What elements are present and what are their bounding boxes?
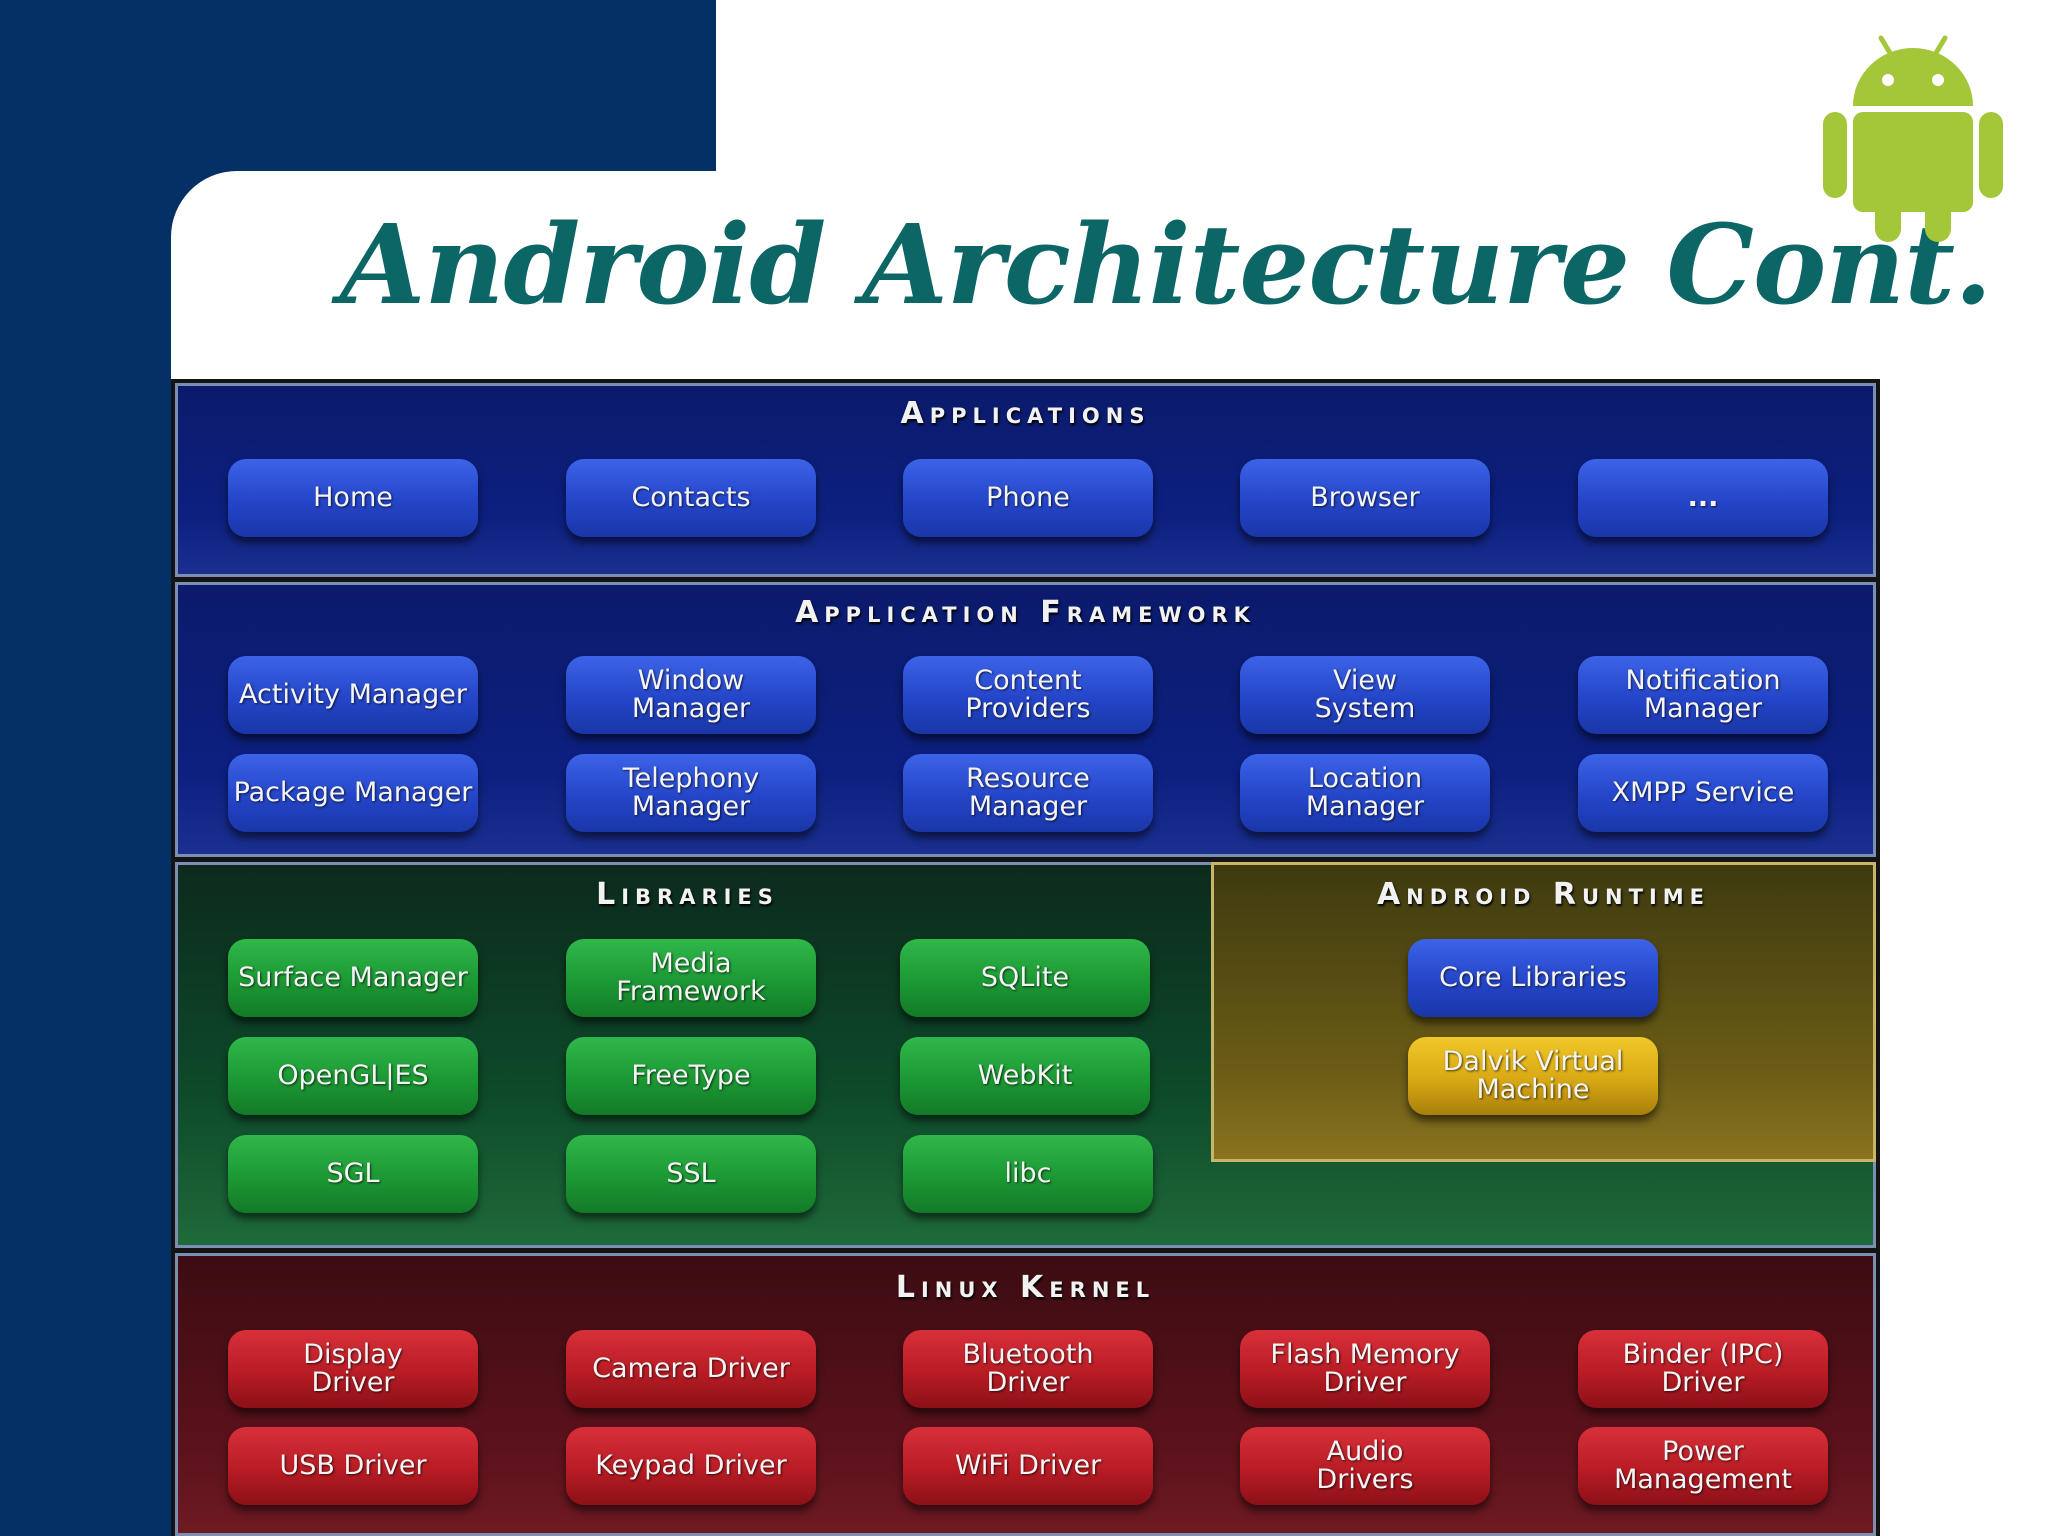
slide-title: Android Architecture Cont.	[340, 200, 1992, 329]
app-phone-box: Phone	[903, 459, 1153, 537]
libc-box: libc	[903, 1135, 1153, 1213]
window-manager-box: Window Manager	[566, 656, 816, 734]
media-framework-box: Media Framework	[566, 939, 816, 1017]
surface-manager-box: Surface Manager	[228, 939, 478, 1017]
core-libraries-box: Core Libraries	[1408, 939, 1658, 1017]
background-navy-strip	[0, 0, 171, 1536]
keypad-driver-box: Keypad Driver	[566, 1427, 816, 1505]
layer-title-runtime: Android Runtime	[1376, 877, 1711, 912]
opengl-es-box: OpenGL|ES	[228, 1037, 478, 1115]
camera-driver-box: Camera Driver	[566, 1330, 816, 1408]
resource-manager-box: Resource Manager	[903, 754, 1153, 832]
app-more-box: ...	[1578, 459, 1828, 537]
bluetooth-driver-box: Bluetooth Driver	[903, 1330, 1153, 1408]
app-home-box: Home	[228, 459, 478, 537]
xmpp-service-box: XMPP Service	[1578, 754, 1828, 832]
app-contacts-box: Contacts	[566, 459, 816, 537]
sgl-box: SGL	[228, 1135, 478, 1213]
display-driver-box: Display Driver	[228, 1330, 478, 1408]
layer-title-kernel: Linux Kernel	[895, 1270, 1156, 1305]
freetype-box: FreeType	[566, 1037, 816, 1115]
sqlite-box: SQLite	[900, 939, 1150, 1017]
notification-manager-box: Notification Manager	[1578, 656, 1828, 734]
power-management-box: Power Management	[1578, 1427, 1828, 1505]
app-browser-box: Browser	[1240, 459, 1490, 537]
usb-driver-box: USB Driver	[228, 1427, 478, 1505]
layer-title-framework: Application Framework	[795, 595, 1256, 630]
activity-manager-box: Activity Manager	[228, 656, 478, 734]
layer-title-libraries: Libraries	[596, 877, 779, 912]
audio-drivers-box: Audio Drivers	[1240, 1427, 1490, 1505]
telephony-manager-box: Telephony Manager	[566, 754, 816, 832]
webkit-box: WebKit	[900, 1037, 1150, 1115]
view-system-box: View System	[1240, 656, 1490, 734]
layer-title-applications: Applications	[900, 396, 1151, 431]
flash-memory-driver-box: Flash Memory Driver	[1240, 1330, 1490, 1408]
ssl-box: SSL	[566, 1135, 816, 1213]
android-robot-icon	[1823, 35, 2003, 242]
content-providers-box: Content Providers	[903, 656, 1153, 734]
architecture-diagram: Applications Application Framework Libra…	[171, 379, 1880, 1536]
binder-ipc-driver-box: Binder (IPC) Driver	[1578, 1330, 1828, 1408]
location-manager-box: Location Manager	[1240, 754, 1490, 832]
wifi-driver-box: WiFi Driver	[903, 1427, 1153, 1505]
package-manager-box: Package Manager	[228, 754, 478, 832]
dalvik-vm-box: Dalvik Virtual Machine	[1408, 1037, 1658, 1115]
